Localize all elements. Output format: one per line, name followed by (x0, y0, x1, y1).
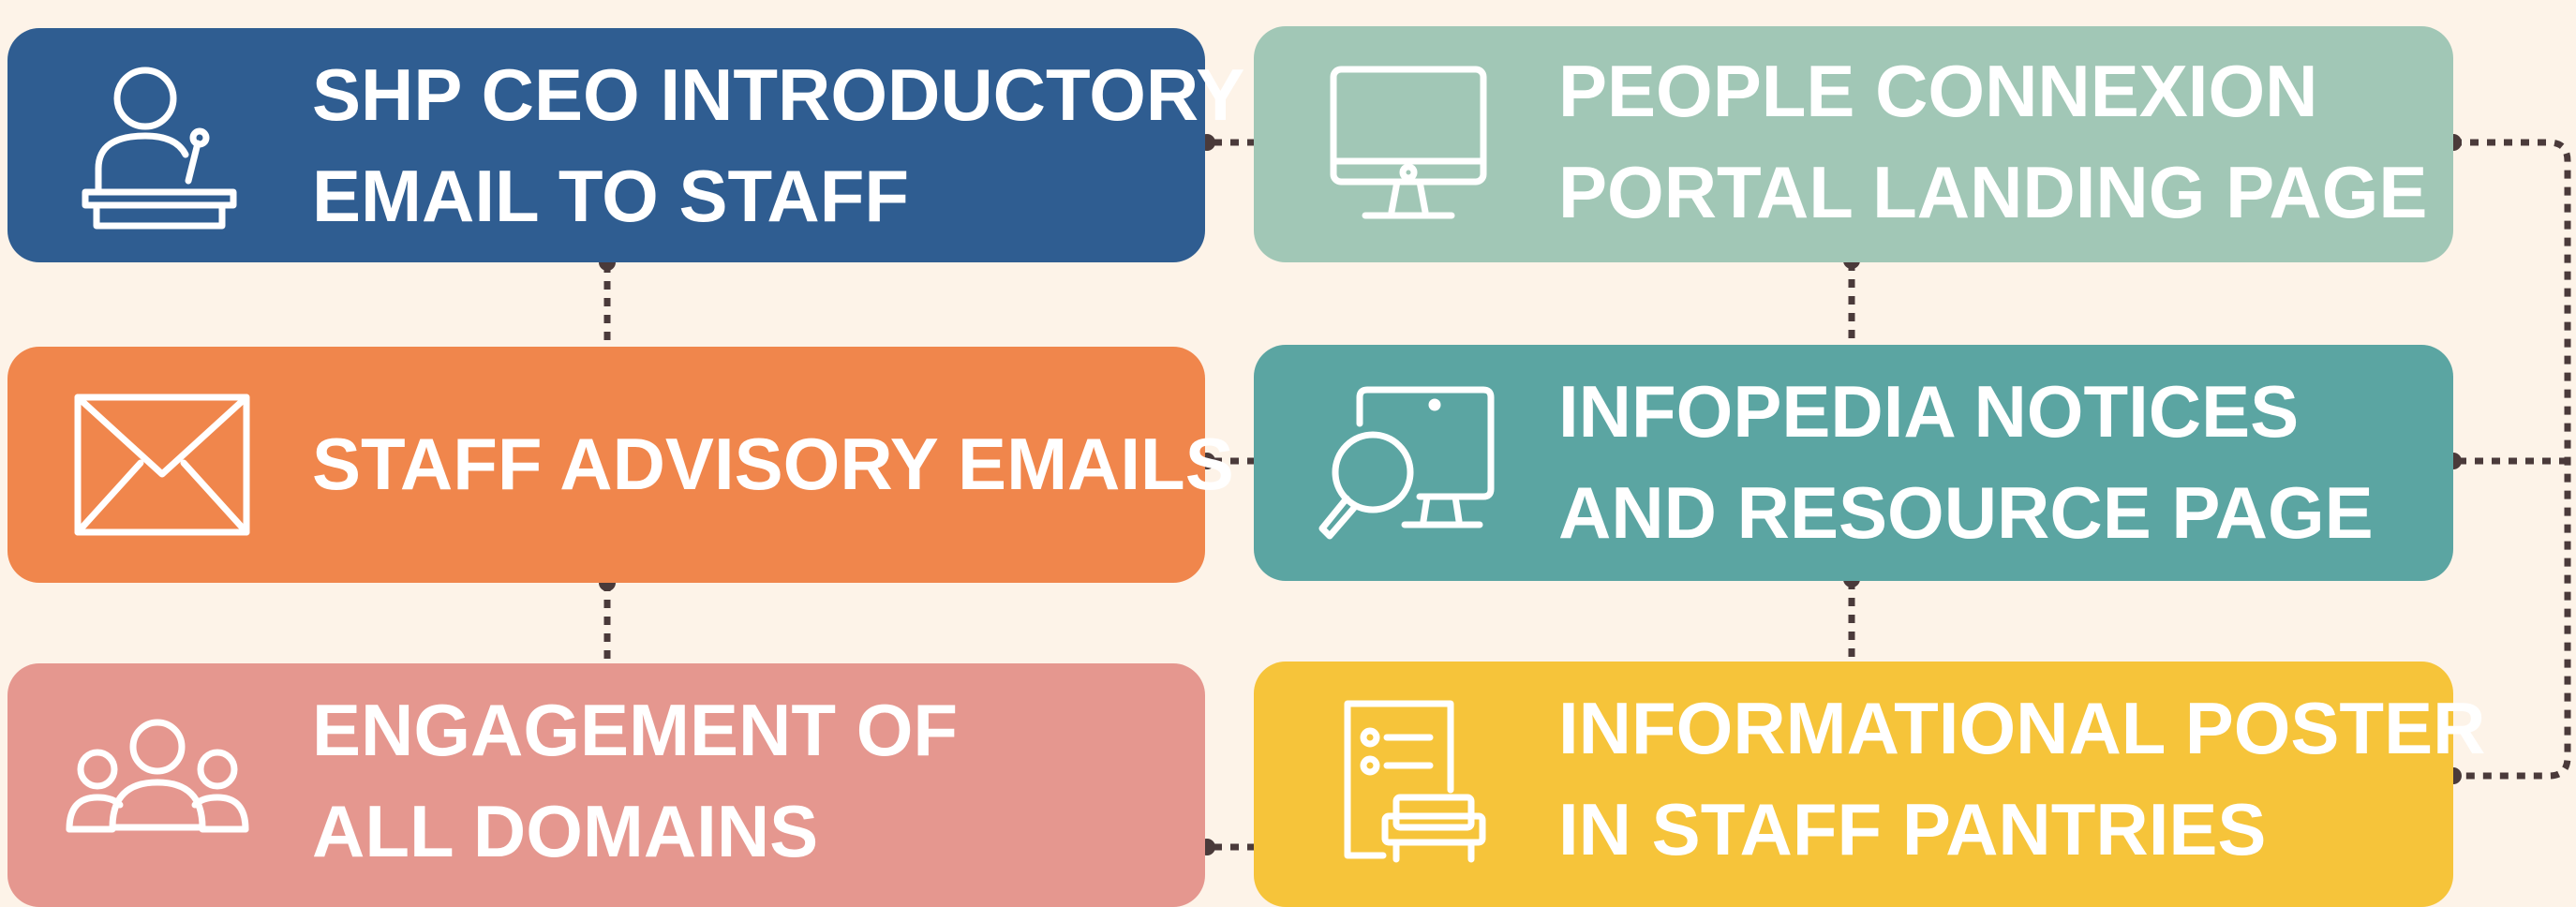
card-advisory-line1: STAFF ADVISORY EMAILS (312, 423, 1234, 505)
card-poster-line2: IN STAFF PANTRIES (1558, 788, 2267, 870)
desktop-monitor-icon (1301, 51, 1516, 238)
card-informational-poster: INFORMATIONAL POSTER IN STAFF PANTRIES (1254, 662, 2485, 907)
card-infopedia-line2: AND RESOURCE PAGE (1558, 471, 2374, 554)
card-infopedia-notices: INFOPEDIA NOTICES AND RESOURCE PAGE (1254, 345, 2453, 581)
card-poster-label: INFORMATIONAL POSTER IN STAFF PANTRIES (1558, 680, 2485, 877)
monitor-magnifier-icon (1301, 369, 1516, 557)
card-ceo-line1: SHP CEO INTRODUCTORY (312, 53, 1245, 136)
card-advisory-label: STAFF ADVISORY EMAILS (312, 365, 1234, 562)
card-ceo-label: SHP CEO INTRODUCTORY EMAIL TO STAFF (312, 47, 1244, 244)
card-poster-line1: INFORMATIONAL POSTER (1558, 687, 2486, 769)
speaker-at-podium-icon (54, 52, 270, 239)
group-of-people-icon (50, 691, 265, 879)
envelope-icon (54, 371, 270, 558)
card-engagement-line1: ENGAGEMENT OF (312, 689, 959, 771)
card-portal-line2: PORTAL LANDING PAGE (1558, 151, 2428, 233)
card-people-connexion-portal: PEOPLE CONNEXION PORTAL LANDING PAGE (1254, 26, 2453, 262)
card-engagement-line2: ALL DOMAINS (312, 790, 819, 872)
card-portal-line1: PEOPLE CONNEXION (1558, 50, 2318, 132)
card-ceo-line2: EMAIL TO STAFF (312, 155, 909, 237)
card-infopedia-label: INFOPEDIA NOTICES AND RESOURCE PAGE (1558, 364, 2374, 560)
card-portal-label: PEOPLE CONNEXION PORTAL LANDING PAGE (1558, 43, 2427, 240)
card-staff-advisory-emails: STAFF ADVISORY EMAILS (7, 347, 1234, 583)
card-engagement-label: ENGAGEMENT OF ALL DOMAINS (312, 682, 958, 879)
card-ceo-introductory-email: SHP CEO INTRODUCTORY EMAIL TO STAFF (7, 28, 1244, 262)
card-engagement-of-all-domains: ENGAGEMENT OF ALL DOMAINS (7, 663, 1205, 907)
card-infopedia-line1: INFOPEDIA NOTICES (1558, 370, 2300, 453)
poster-checklist-icon (1301, 688, 1516, 875)
